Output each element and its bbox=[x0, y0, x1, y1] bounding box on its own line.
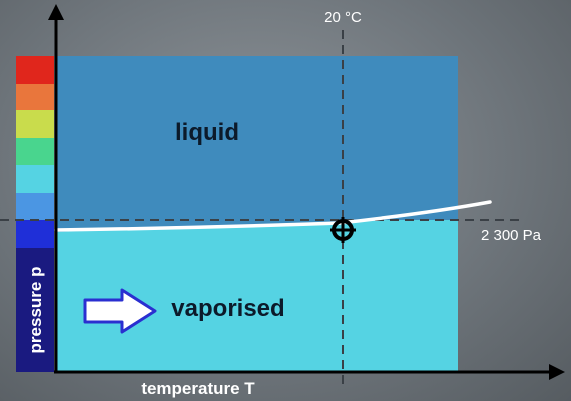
scale-swatch-cyan bbox=[16, 165, 54, 193]
y-axis-label: pressure p bbox=[26, 267, 45, 354]
scale-swatch-yellow bbox=[16, 110, 54, 138]
scale-swatch-blue bbox=[16, 220, 54, 248]
y-axis-arrowhead bbox=[48, 4, 64, 20]
pressure-scale bbox=[16, 56, 54, 372]
temperature-marker-label: 20 °C bbox=[324, 9, 362, 26]
scale-swatch-light-blue bbox=[16, 193, 54, 220]
y-axis-label-band bbox=[16, 248, 54, 372]
phase-boundary-curve bbox=[54, 200, 492, 232]
scale-swatch-red bbox=[16, 56, 54, 84]
x-axis-arrowhead bbox=[549, 364, 565, 380]
crosshair-target-icon bbox=[330, 217, 356, 243]
scale-swatch-orange bbox=[16, 84, 54, 110]
x-axis-label: temperature T bbox=[141, 379, 255, 398]
right-arrow-icon bbox=[83, 288, 157, 334]
pressure-marker-label: 2 300 Pa bbox=[481, 227, 542, 244]
scale-swatch-green bbox=[16, 138, 54, 165]
liquid-label: liquid bbox=[175, 119, 239, 146]
liquid-region bbox=[56, 56, 458, 232]
vaporised-label: vaporised bbox=[171, 295, 284, 322]
liquid-region-edge bbox=[56, 207, 458, 232]
